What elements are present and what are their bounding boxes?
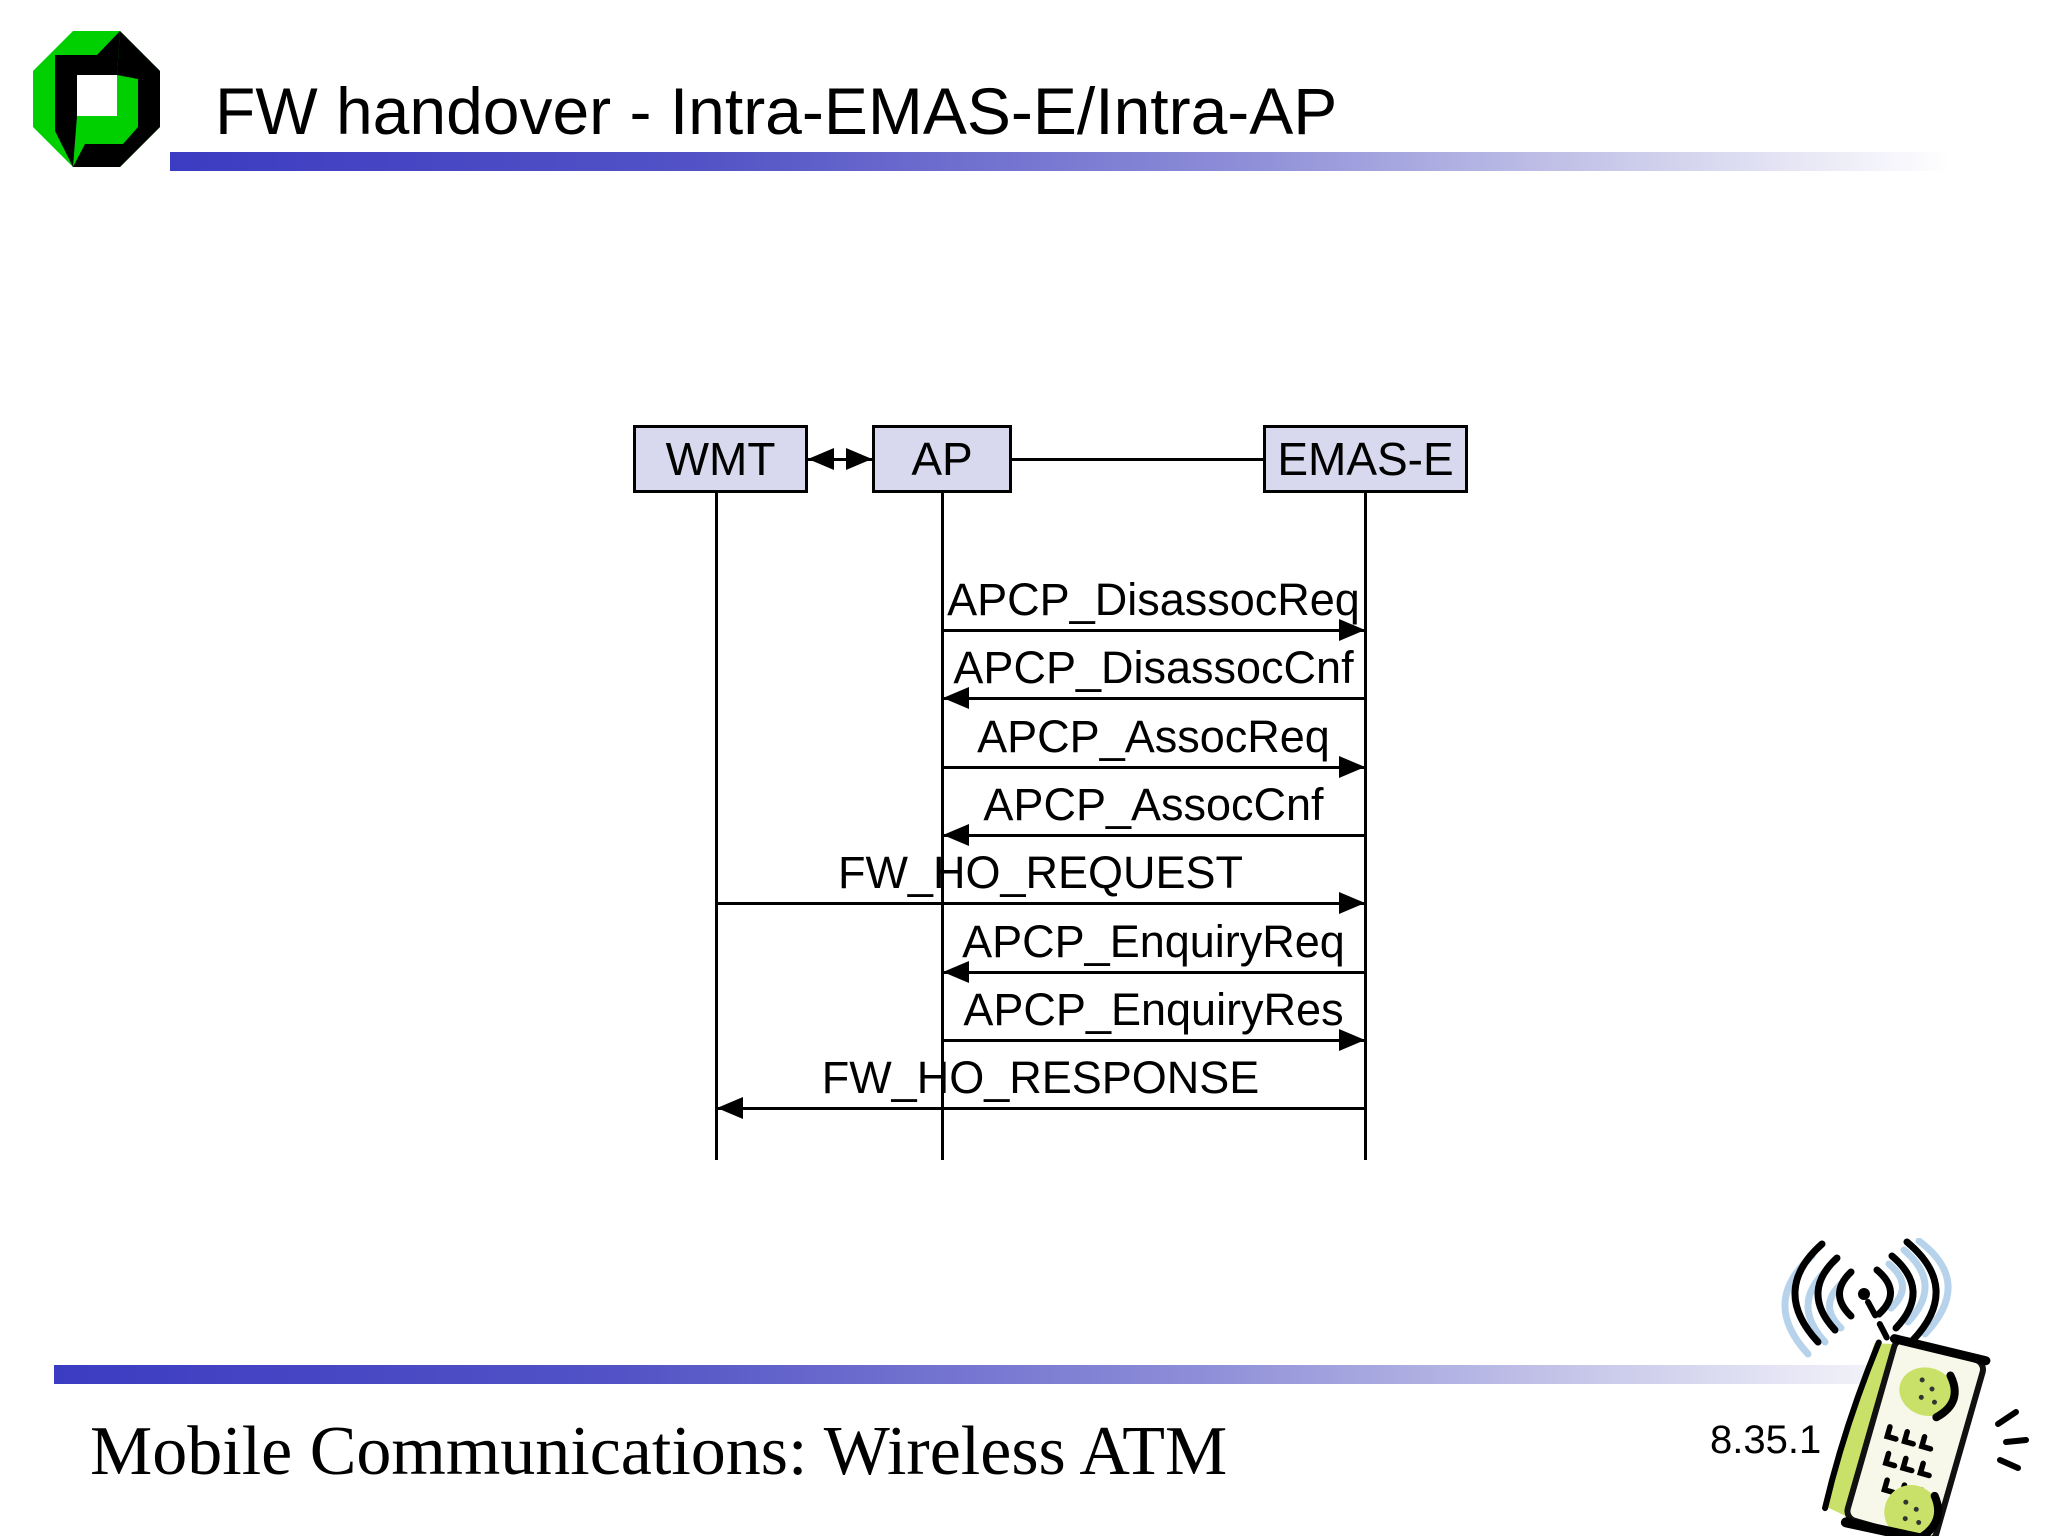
title-rule — [170, 152, 1950, 171]
entity-box-emas-e: EMAS-E — [1263, 425, 1468, 493]
lifeline-emas-e — [1363, 493, 1367, 1160]
ring-burst-icon — [1995, 1409, 2029, 1471]
top-link-line — [808, 457, 872, 461]
antenna-icon — [1865, 1299, 1893, 1347]
entity-box-ap: AP — [872, 425, 1012, 493]
arrowhead-right-icon — [1339, 892, 1365, 914]
message-line — [942, 970, 1365, 974]
arrowhead-right-icon — [1339, 756, 1365, 778]
course-title: Mobile Communications: Wireless ATM — [90, 1413, 1228, 1490]
arrowhead-left-icon — [943, 824, 969, 846]
message-label: FW_HO_REQUEST — [837, 847, 1244, 898]
lifeline-ap — [940, 493, 944, 1160]
message-line — [716, 1106, 1365, 1110]
entity-box-wmt: WMT — [633, 425, 808, 493]
arrowhead-left-icon — [943, 961, 969, 983]
speaker-icon — [1899, 1367, 1955, 1417]
message-label: APCP_DisassocReq — [947, 574, 1360, 625]
message-line — [942, 628, 1365, 632]
footer-rule — [54, 1365, 1956, 1384]
arrowhead-right-icon — [1339, 1029, 1365, 1051]
message-line — [942, 765, 1365, 769]
message-label: APCP_EnquiryRes — [963, 984, 1344, 1035]
message-line — [942, 696, 1365, 700]
arrowhead-left-icon — [717, 1097, 743, 1119]
radio-waves-icon — [1781, 1238, 1952, 1358]
arrowhead-left-icon — [943, 687, 969, 709]
message-label: APCP_DisassocCnf — [953, 642, 1354, 693]
phone-body-icon — [1822, 1334, 1991, 1536]
page-title: FW handover - Intra-EMAS-E/Intra-AP — [215, 74, 1338, 148]
message-label: APCP_AssocCnf — [983, 779, 1324, 830]
arrowhead-right-icon — [846, 448, 872, 470]
arrowhead-left-icon — [808, 448, 834, 470]
phone-clipart-icon — [1781, 1238, 2029, 1536]
message-label: APCP_EnquiryReq — [962, 916, 1345, 967]
message-line — [942, 1038, 1365, 1042]
microphone-icon — [1884, 1485, 1939, 1536]
arrowhead-right-icon — [1339, 619, 1365, 641]
lifeline-wmt — [714, 493, 718, 1160]
top-link-line — [1012, 457, 1263, 461]
university-logo-icon — [33, 31, 160, 167]
message-line — [716, 901, 1365, 905]
message-label: FW_HO_RESPONSE — [821, 1052, 1260, 1103]
message-line — [942, 833, 1365, 837]
page-number: 8.35.1 — [1710, 1418, 1822, 1462]
antenna-tip-icon — [1858, 1288, 1870, 1300]
message-label: APCP_AssocReq — [977, 711, 1330, 762]
